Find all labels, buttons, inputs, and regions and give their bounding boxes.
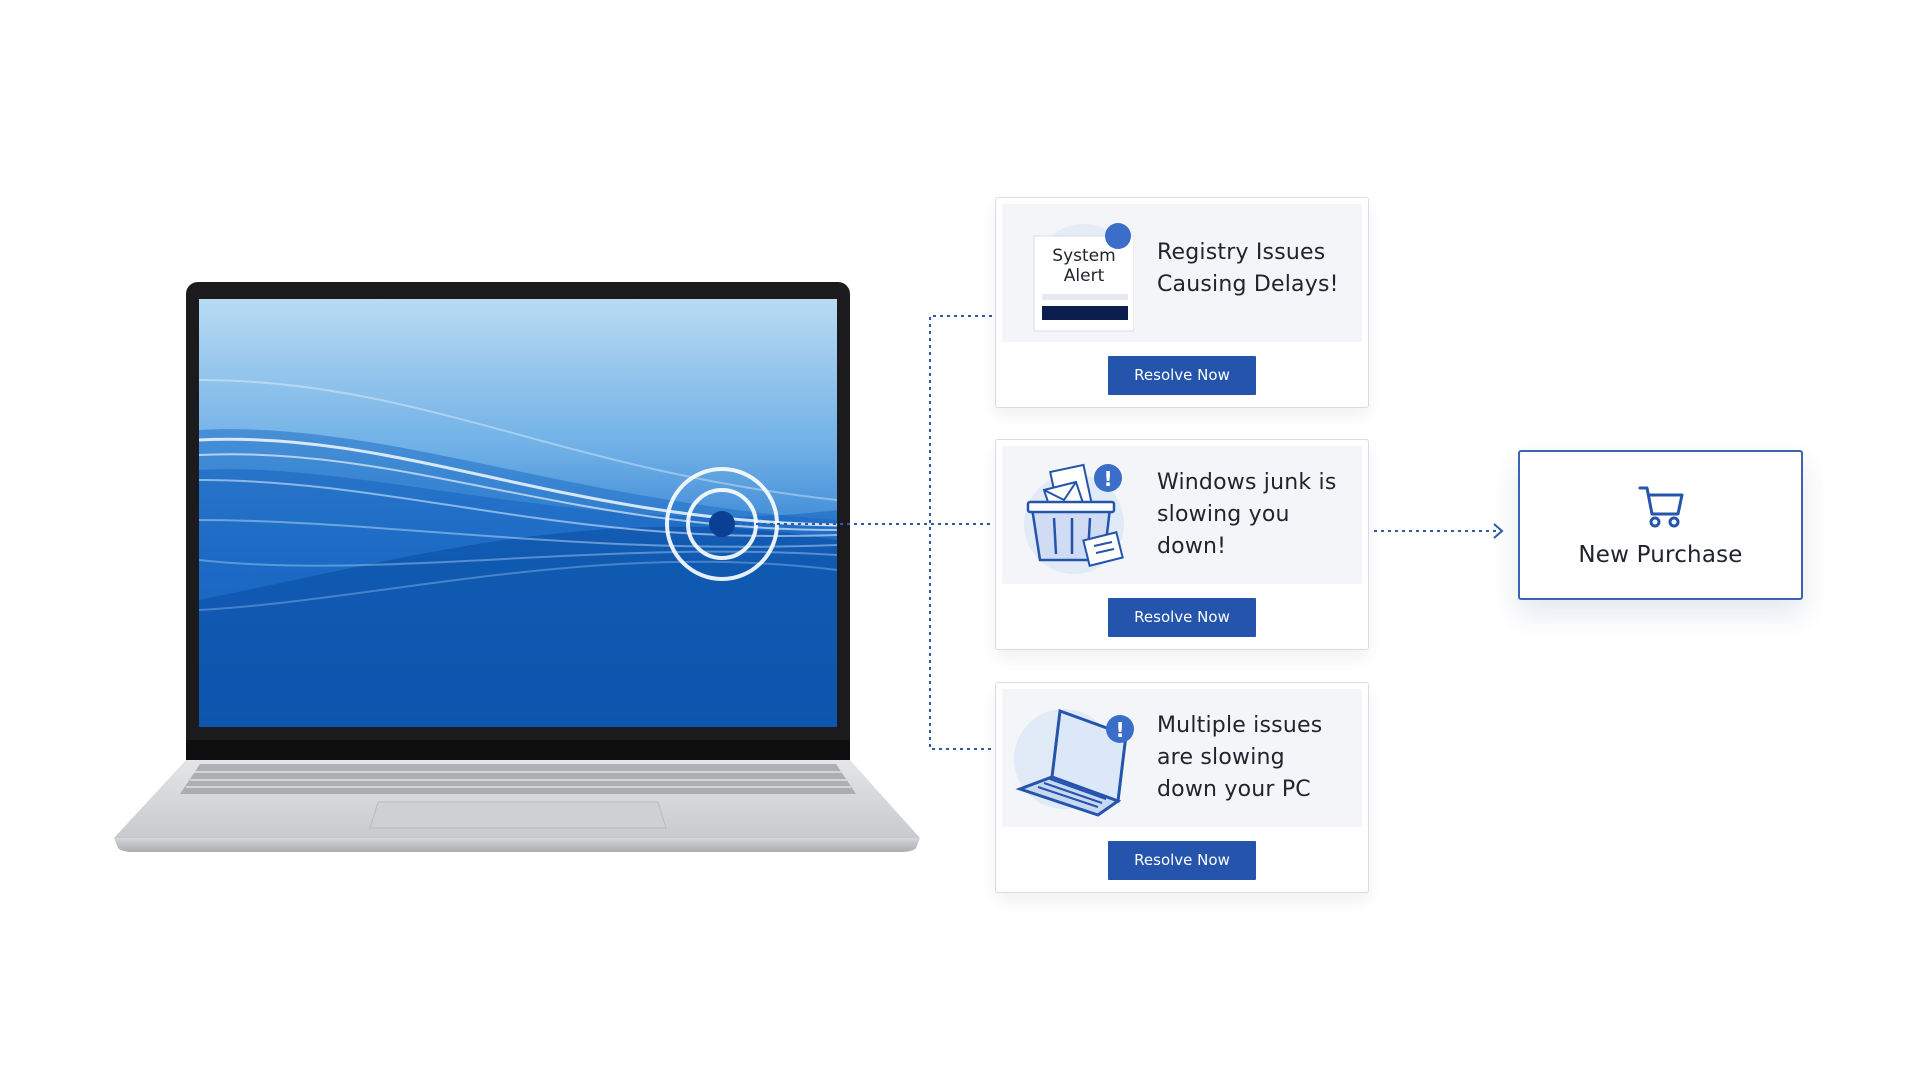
system-alert-badge-line2: Alert <box>1064 266 1105 286</box>
junk-basket-icon: ! <box>1024 463 1124 574</box>
new-purchase-box[interactable]: New Purchase <box>1518 450 1803 600</box>
laptop-touchpad <box>369 801 667 829</box>
alert-card-registry: System Alert Registry Issues Causing Del… <box>995 197 1369 408</box>
resolve-now-button[interactable]: Resolve Now <box>1108 841 1256 880</box>
alert-card-body: ! Multiple issues are slowing down your … <box>1002 689 1362 827</box>
system-alert-badge-line1: System <box>1052 246 1115 266</box>
svg-text:!: ! <box>1115 718 1124 742</box>
alert-message-line: Causing Delays! <box>1157 272 1339 297</box>
alert-message: Windows junk is slowing you down! <box>1157 467 1347 563</box>
svg-text:!: ! <box>1103 467 1112 491</box>
system-alert-icon: System Alert <box>1033 223 1134 332</box>
resolve-now-button[interactable]: Resolve Now <box>1108 598 1256 637</box>
alert-card-issues: ! Multiple issues are slowing down your … <box>995 682 1369 893</box>
alert-message-line: slowing you <box>1157 502 1290 527</box>
alert-card-junk: ! Windows junk is slowing you down! Reso… <box>995 439 1369 650</box>
alert-message-line: down your PC <box>1157 777 1311 802</box>
alert-message-line: down! <box>1157 534 1227 559</box>
arrow-head-icon <box>1493 523 1504 539</box>
alert-message-line: Windows junk is <box>1157 470 1337 495</box>
alert-card-body: ! Windows junk is slowing you down! <box>1002 446 1362 584</box>
alert-message-line: are slowing <box>1157 745 1285 770</box>
resolve-now-button[interactable]: Resolve Now <box>1108 356 1256 395</box>
alert-message: Multiple issues are slowing down your PC <box>1157 710 1347 806</box>
shopping-cart-icon <box>1638 486 1684 528</box>
connector-bracket <box>929 315 992 750</box>
alert-message: Registry Issues Causing Delays! <box>1157 237 1347 301</box>
laptop-warning-icon: ! <box>1014 708 1134 817</box>
new-purchase-label: New Purchase <box>1578 542 1743 568</box>
alert-message-line: Multiple issues <box>1157 713 1323 738</box>
alert-message-line: Registry Issues <box>1157 240 1326 265</box>
alert-card-body: System Alert Registry Issues Causing Del… <box>1002 204 1362 342</box>
